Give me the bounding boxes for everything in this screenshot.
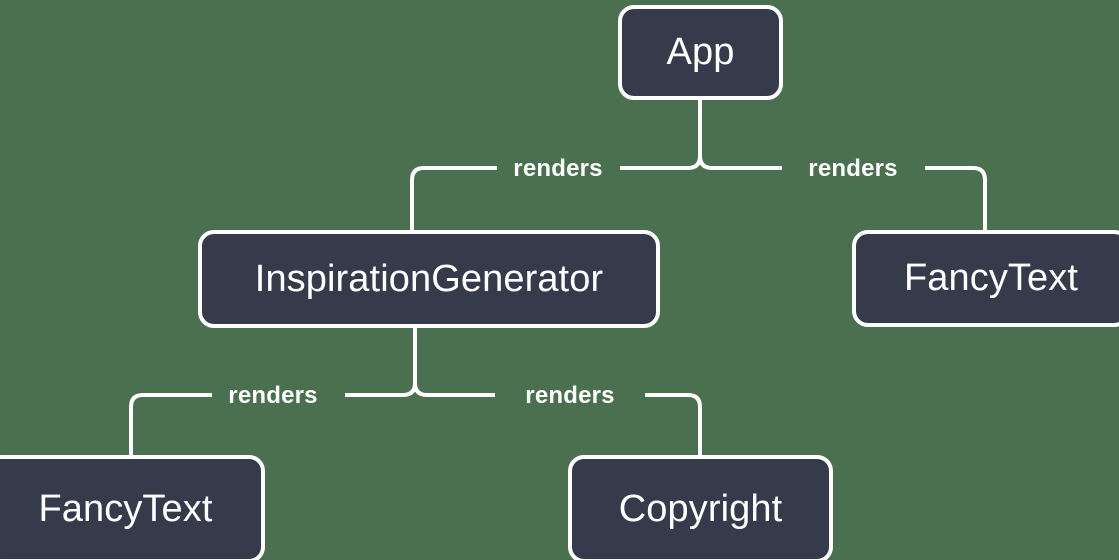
edge-inspiration-fancytext-left-seg	[129, 393, 212, 455]
edge-app-stem-mirror	[687, 155, 702, 170]
node-fancytext-right[interactable]: FancyText	[852, 230, 1119, 327]
node-app-label: App	[666, 31, 735, 73]
node-fancytext-left-label: FancyText	[38, 487, 213, 530]
edge-inspiration-copyright-right-seg	[645, 393, 702, 455]
edge-label-app-to-inspiration-generator: renders	[513, 155, 603, 182]
node-fancytext-right-label: FancyText	[903, 257, 1079, 299]
edge-label-inspiration-generator-to-fancytext: renders	[228, 382, 318, 409]
edge-app-fancytext-right-seg	[925, 166, 987, 230]
node-app[interactable]: App	[618, 5, 783, 100]
node-fancytext-left[interactable]: FancyText	[0, 455, 265, 560]
edge-app-inspiration-left-seg	[410, 166, 497, 230]
edge-inspiration-stem-mirror	[402, 382, 417, 397]
node-inspiration-generator[interactable]: InspirationGenerator	[198, 230, 660, 328]
node-copyright[interactable]: Copyright	[568, 455, 833, 560]
edge-label-app-to-fancytext: renders	[808, 155, 898, 182]
edge-label-inspiration-generator-to-copyright: renders	[525, 382, 615, 409]
node-copyright-label: Copyright	[618, 487, 783, 530]
node-inspiration-generator-label: InspirationGenerator	[254, 257, 604, 300]
